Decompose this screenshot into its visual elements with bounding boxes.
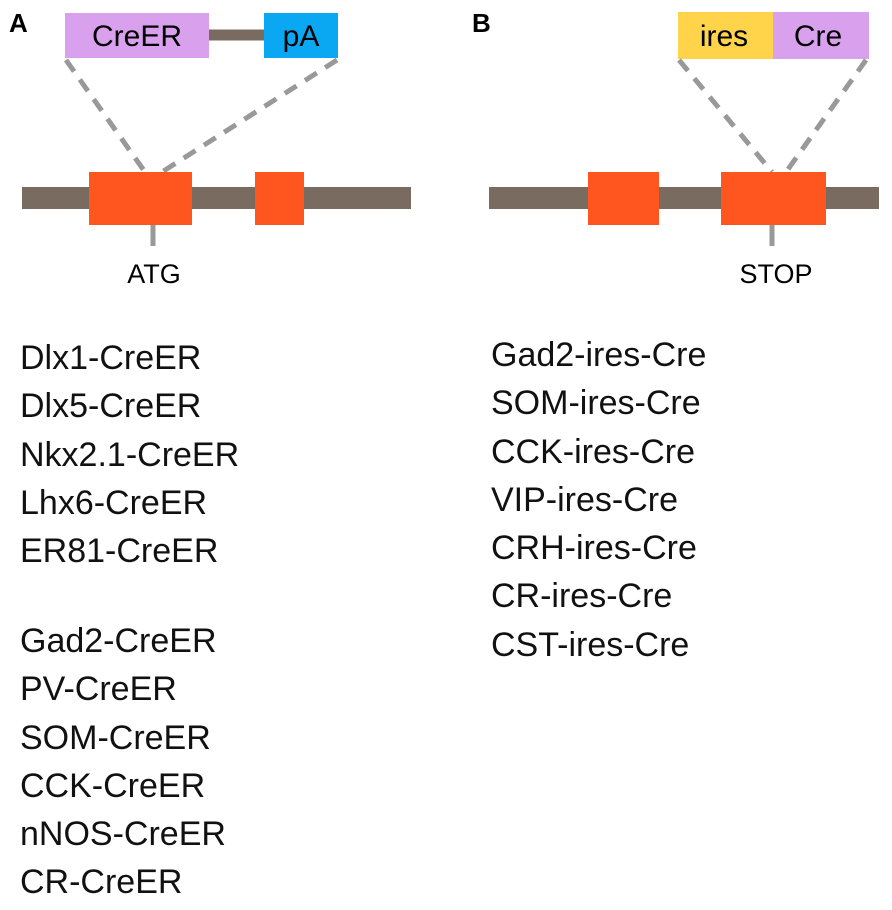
panel-b-letter: B: [472, 8, 491, 38]
panel-b-exon-1: [588, 172, 659, 225]
list-item: SOM-ires-Cre: [491, 384, 701, 423]
panel-a-creer-lines-group-2: Gad2-CreER PV-CreER SOM-CreER CCK-CreER …: [20, 617, 226, 907]
panel-a-insertion-line-left: [63, 58, 148, 174]
panel-b-ires-cre-lines: Gad2-ires-Cre SOM-ires-Cre CCK-ires-Cre …: [491, 331, 706, 669]
panel-a-exon-1: [89, 172, 192, 225]
panel-b-ires-box: [678, 12, 773, 59]
panel-b-insertion-line-right: [783, 58, 869, 174]
panel-a-insertion-line-right: [160, 57, 339, 175]
list-item: ER81-CreER: [20, 532, 219, 571]
list-item: PV-CreER: [20, 670, 177, 709]
panel-a-exon-2: [255, 172, 304, 225]
list-item: Lhx6-CreER: [20, 483, 208, 522]
list-item: CCK-CreER: [20, 766, 206, 805]
list-item: CCK-ires-Cre: [491, 432, 695, 471]
panel-b-insertion-line-left: [677, 58, 774, 174]
list-item: Gad2-CreER: [20, 622, 217, 660]
panel-b-cre-label: Cre: [794, 20, 842, 53]
panel-a-pa-label: pA: [283, 20, 320, 53]
list-item: Dlx5-CreER: [20, 387, 202, 426]
panel-a-site-label: ATG: [127, 259, 181, 289]
panel-b-ires-label: ires: [700, 20, 748, 53]
list-item: nNOS-CreER: [20, 815, 226, 854]
panel-a-creer-box: [65, 13, 209, 58]
panel-b-cre-box: [773, 12, 869, 59]
panel-a-creer-label: CreER: [92, 20, 182, 53]
list-item: SOM-CreER: [20, 718, 211, 757]
panel-b-site-label: STOP: [739, 259, 812, 289]
panel-a-creer-lines-group-1: Dlx1-CreER Dlx5-CreER Nkx2.1-CreER Lhx6-…: [20, 334, 239, 575]
list-item: CR-CreER: [20, 863, 183, 902]
panel-b-exon-2: [721, 172, 826, 225]
list-item: CST-ires-Cre: [491, 625, 690, 664]
list-item: Gad2-ires-Cre: [491, 336, 707, 374]
list-item: Dlx1-CreER: [20, 339, 202, 377]
list-item: Nkx2.1-CreER: [20, 435, 240, 474]
list-item: VIP-ires-Cre: [491, 480, 679, 519]
panel-a-pa-box: [264, 13, 338, 58]
panel-a-letter: A: [9, 8, 28, 38]
list-item: CR-ires-Cre: [491, 577, 673, 616]
list-item: CRH-ires-Cre: [491, 529, 697, 568]
